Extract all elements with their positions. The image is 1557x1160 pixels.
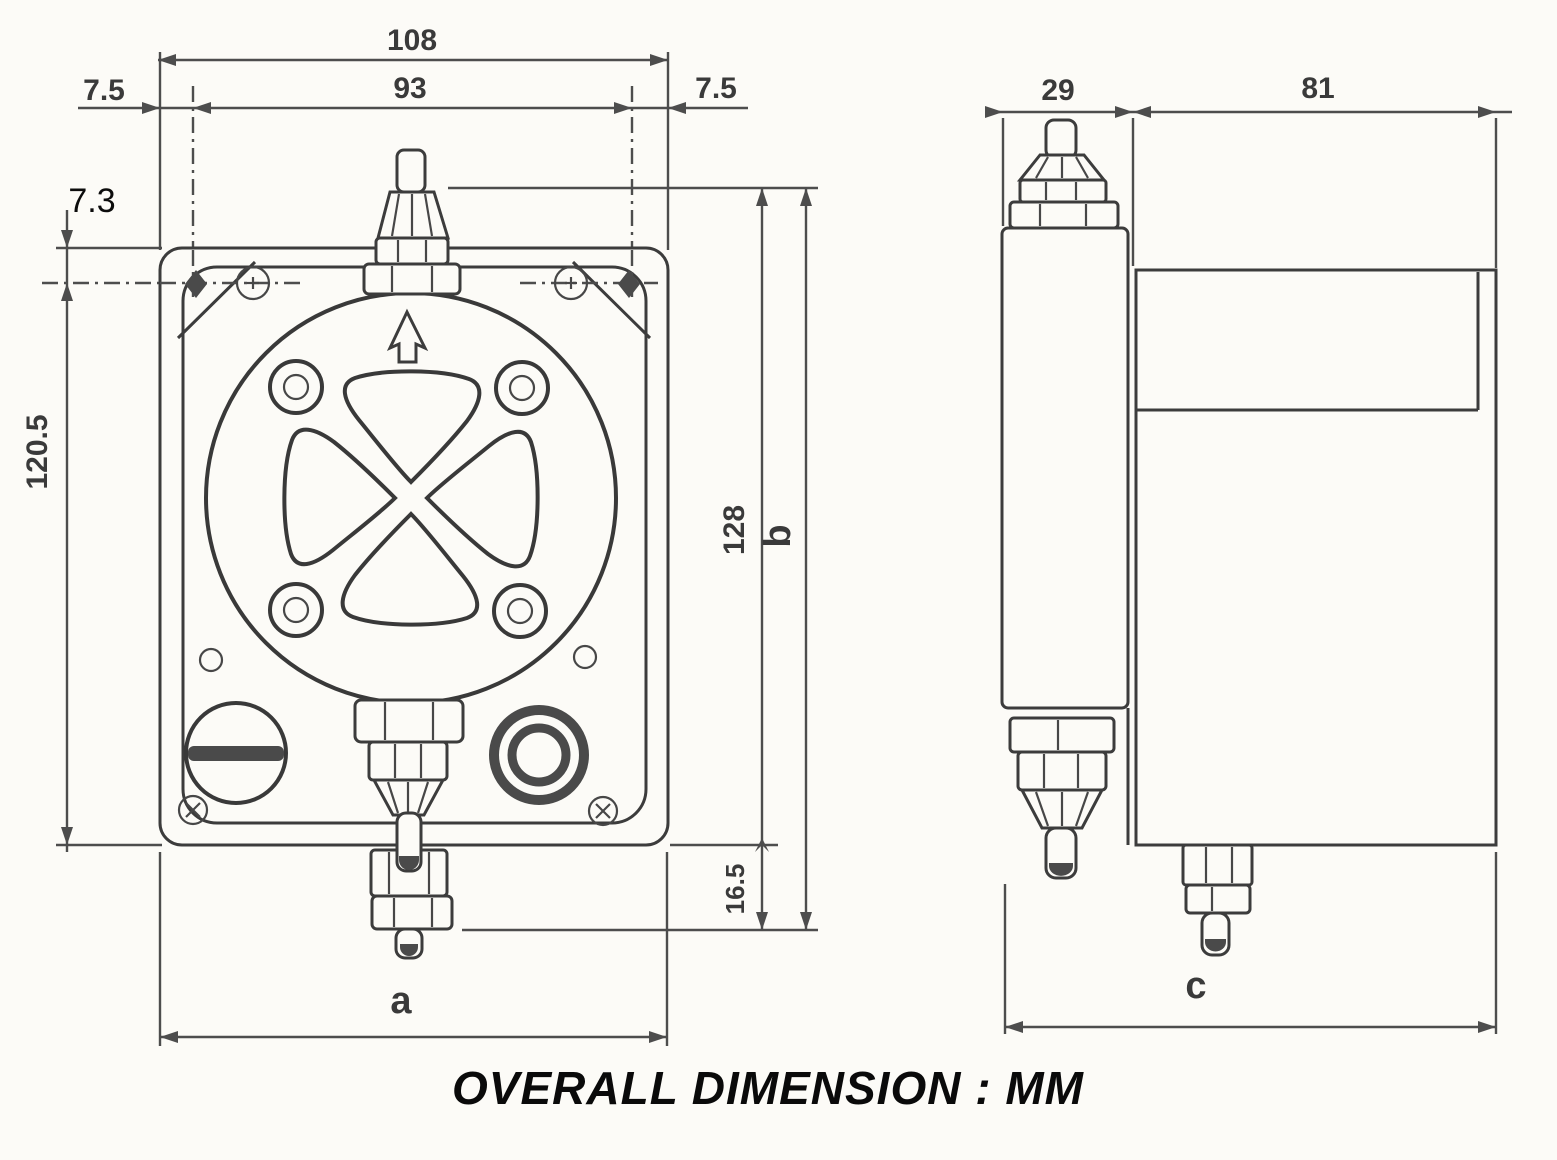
small-hole-left-icon [198, 647, 224, 673]
side-bottom-nozzle [1008, 716, 1116, 880]
screw-bottom-left-icon [177, 794, 209, 826]
front-right-dimension-lines [448, 186, 818, 932]
rotor-clover [282, 369, 540, 627]
small-hole-right-icon [572, 644, 598, 670]
front-top-nozzle [362, 148, 462, 296]
side-view: 29 81 c [985, 72, 1512, 1034]
dim-bottom-stub: 16.5 [720, 864, 750, 915]
screw-top-right-icon [553, 265, 589, 301]
cable-port-icon [489, 705, 589, 805]
flow-arrow-up-icon [386, 308, 429, 364]
dim-edge-offset-right: 7.5 [695, 72, 737, 105]
chamfer-top-left [176, 260, 257, 340]
mount-hole-right-icon [618, 270, 640, 298]
side-top-nozzle [1008, 118, 1120, 230]
dim-body-height: 128 [718, 505, 751, 555]
motor-body [1134, 268, 1498, 847]
front-bottom-dimension-lines [158, 852, 669, 1046]
dim-overall-height: b [757, 524, 799, 547]
front-view: 108 93 7.5 7.5 7.3 120.5 128 b 16.5 a [21, 24, 818, 1046]
side-body-bottom-nozzle [1181, 843, 1254, 957]
dim-overall-width: 108 [387, 24, 437, 57]
side-top-dimension-lines [985, 106, 1512, 268]
head-bolt-holes [268, 359, 550, 639]
drawing-caption: OVERALL DIMENSION : MM [452, 1062, 1085, 1114]
dim-head-depth: 29 [1041, 74, 1074, 107]
dim-plate-height: 120.5 [21, 414, 54, 489]
dim-body-depth: 81 [1301, 72, 1334, 105]
mount-hole-left-icon [185, 270, 207, 298]
side-bottom-dimension-lines [1003, 852, 1498, 1034]
front-bottom-nozzle [353, 698, 465, 960]
screw-top-left-icon [235, 265, 271, 301]
dim-overall-depth: c [1185, 965, 1206, 1007]
dim-top-offset: 7.3 [68, 182, 115, 220]
dim-overall-width-letter: a [390, 980, 412, 1022]
front-left-dimension-lines [42, 210, 658, 852]
screw-bottom-right-icon [587, 795, 619, 827]
dim-hole-span: 93 [393, 72, 426, 105]
dim-edge-offset-left: 7.5 [83, 74, 125, 107]
slotted-screw-icon [184, 701, 288, 805]
pump-head-side [1000, 226, 1130, 710]
